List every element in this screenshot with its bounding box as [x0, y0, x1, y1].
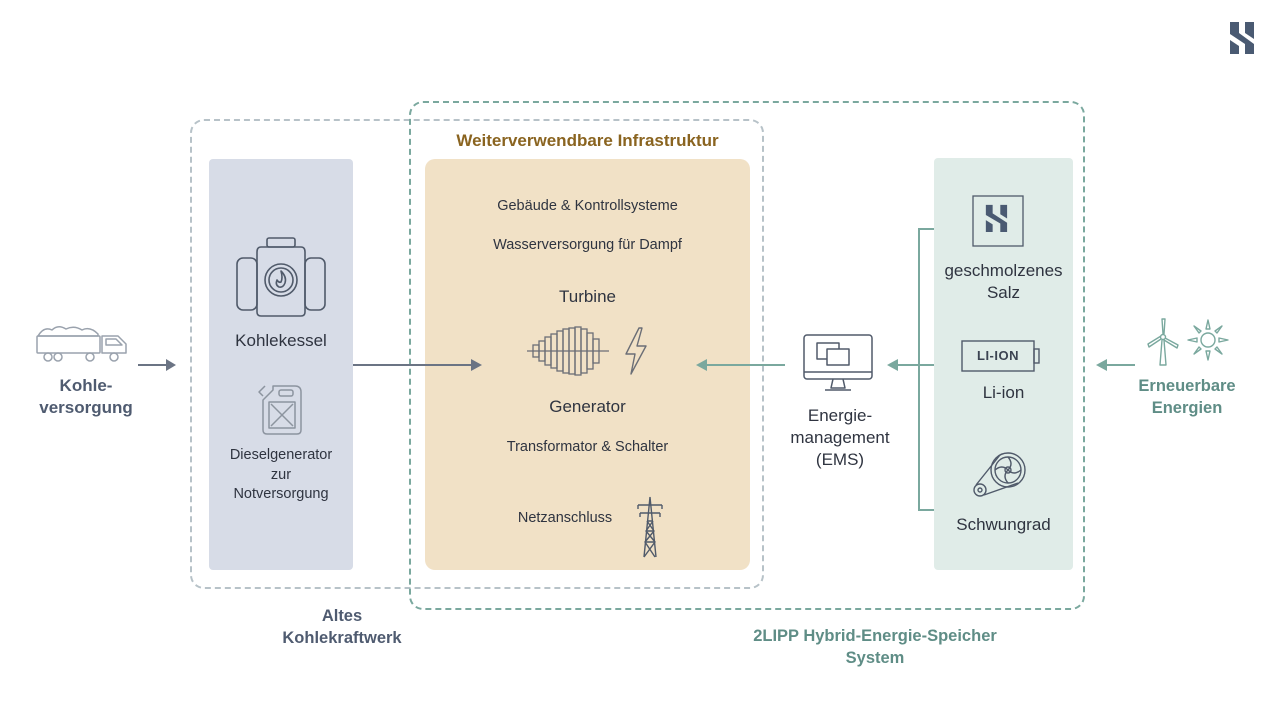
old-plant-frame: [190, 119, 764, 589]
logo-icon: [1230, 22, 1254, 54]
arrow-renewables-to-storage: [1096, 359, 1135, 371]
transformator-label: Transformator & Schalter: [506, 439, 669, 455]
altes-kohlekraftwerk-label: Altes Kohlekraftwerk: [282, 607, 402, 647]
lightning-icon: [625, 327, 647, 375]
jerrycan-icon: [258, 385, 302, 435]
coal-plant-panel: [209, 159, 353, 570]
netzanschluss-label: Netzanschluss: [517, 510, 613, 526]
battery-badge-text: LI-ION: [977, 348, 1019, 363]
turbine-icon: [527, 326, 609, 376]
wasserversorgung-label: Wasserversorgung für Dampf: [493, 237, 682, 253]
power-pylon-icon: [637, 496, 663, 558]
gebaeude-label: Gebäude & Kontrollsysteme: [497, 198, 678, 214]
ems-label: Energie- management (EMS): [790, 406, 890, 469]
turbine-label: Turbine: [558, 287, 616, 306]
liion-label: Li-ion: [982, 383, 1025, 402]
sun-icon: [1187, 319, 1229, 361]
arrow-coal-supply: [138, 359, 176, 371]
hybrid-system-frame: [409, 101, 1085, 610]
computer-monitor-icon: [803, 334, 873, 391]
dieselgenerator-label: Dieselgenerator zur Notversorgung: [229, 447, 333, 502]
flywheel-icon: [973, 452, 1026, 497]
wind-turbine-icon: [1147, 318, 1179, 366]
generator-label: Generator: [549, 397, 626, 416]
hybrid-system-label: 2LIPP Hybrid-Energie-Speicher System: [753, 627, 997, 667]
erneuerbare-label: Erneuerbare Energien: [1138, 377, 1236, 417]
storage-bracket: [887, 228, 934, 511]
arrow-boiler-to-turbine: [353, 359, 482, 371]
molten-salt-logo-icon: [972, 195, 1024, 247]
salz-label: geschmolzenes Salz: [944, 261, 1063, 302]
kohleversorgung-label: Kohle- versorgung: [39, 376, 133, 417]
arrow-ems-to-turbine: [696, 359, 785, 371]
battery-icon: [961, 340, 1040, 372]
coal-truck-icon: [36, 326, 127, 362]
kohlekessel-label: Kohlekessel: [235, 331, 327, 350]
schwungrad-label: Schwungrad: [956, 515, 1051, 534]
infrastructure-title: Weiterverwendbare Infrastruktur: [456, 131, 719, 150]
boiler-icon: [236, 237, 326, 317]
